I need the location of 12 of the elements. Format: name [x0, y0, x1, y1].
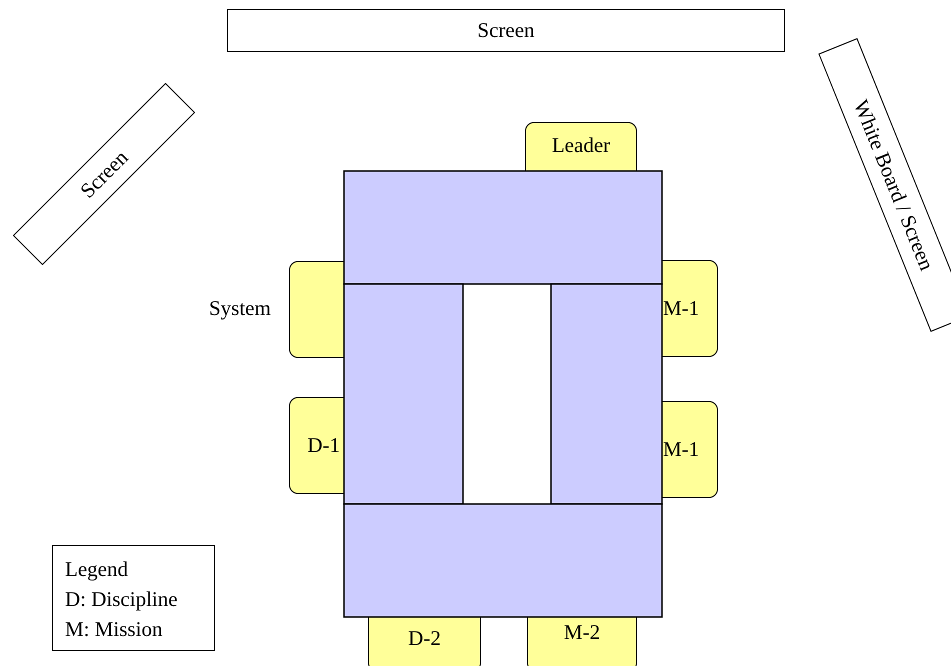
chair: D-1	[289, 397, 344, 494]
chair: D-2	[368, 617, 481, 666]
legend-title: Legend	[65, 556, 129, 583]
legend-entry: D: Discipline	[65, 586, 179, 613]
chair: M-2	[527, 617, 637, 666]
chair: M-1	[662, 401, 718, 498]
seat-label: System	[209, 296, 271, 320]
chair: M-1	[662, 260, 718, 357]
screen-panel: Screen	[227, 9, 785, 52]
screen-panel: White Board / Screen	[818, 38, 951, 332]
chair: Leader	[525, 122, 637, 171]
legend-entry: M: Mission	[65, 616, 164, 643]
